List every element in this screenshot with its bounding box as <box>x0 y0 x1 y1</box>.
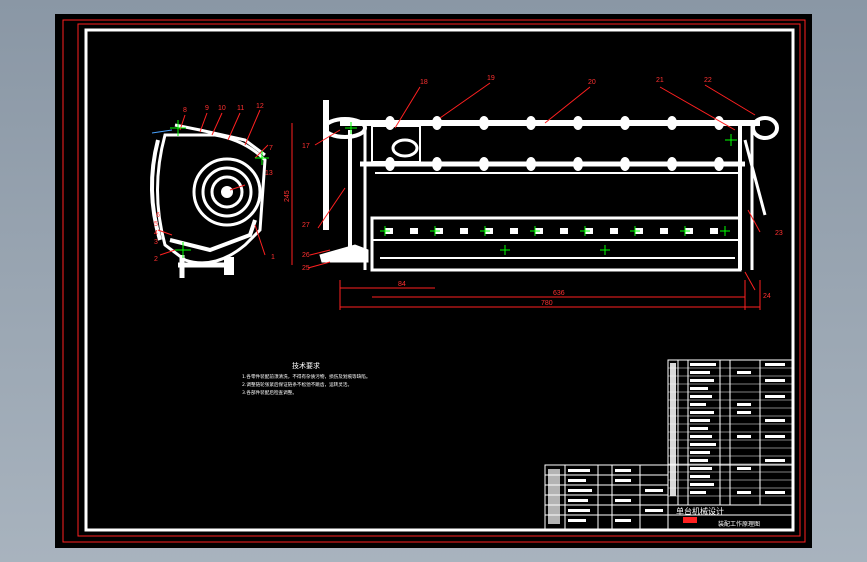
drive-wheel-outer <box>192 157 262 227</box>
dim-245: 245 <box>284 190 291 202</box>
side-view[interactable] <box>149 123 267 278</box>
part-number-labels: 1 2 3 4 5 6 7 8 9 10 11 12 13 17 18 19 2… <box>154 75 783 300</box>
viewport-background <box>55 14 812 548</box>
left-sprocket <box>391 138 419 158</box>
side-view-arm <box>149 139 162 241</box>
left-bracket <box>319 244 369 263</box>
label-3: 3 <box>154 239 158 246</box>
dimension-labels: 245 84 636 780 <box>284 190 565 307</box>
top-roller-knobs <box>385 116 724 130</box>
label-8: 8 <box>183 107 187 114</box>
inner-frame-red <box>77 23 801 537</box>
label-23: 23 <box>775 230 783 237</box>
label-17: 17 <box>302 143 310 150</box>
outer-frame <box>62 19 806 543</box>
label-4: 4 <box>154 230 158 237</box>
side-view-leaders <box>157 109 269 256</box>
label-5: 5 <box>154 221 158 228</box>
title-block-subtitle: 装配工作原理图 <box>718 520 760 528</box>
label-27: 27 <box>302 222 310 229</box>
tech-req-line-3: 3.各部件装配后检查调整。 <box>242 389 297 396</box>
label-21: 21 <box>656 77 664 84</box>
right-end-roller <box>751 116 779 140</box>
label-25: 25 <box>302 265 310 272</box>
dim-780: 780 <box>541 300 553 307</box>
drawing-border <box>84 28 795 532</box>
dim-636: 636 <box>553 290 565 297</box>
foot-nut <box>224 257 234 275</box>
label-7: 7 <box>269 145 273 152</box>
label-9: 9 <box>205 105 209 112</box>
label-20: 20 <box>588 79 596 86</box>
label-22: 22 <box>704 77 712 84</box>
label-6: 6 <box>156 212 160 219</box>
label-2: 2 <box>154 256 158 263</box>
side-view-center-marks <box>170 120 269 258</box>
technical-requirements: 技术要求 1.各零件装配前须清洗，不得有杂质污物，损伤及划痕等缺陷。 2.调整链… <box>242 361 370 396</box>
middle-roller-knobs <box>385 157 724 171</box>
front-view[interactable] <box>319 100 779 272</box>
left-end-roller <box>323 117 367 139</box>
blue-leader <box>151 129 173 134</box>
drive-wheel-ring <box>201 166 253 218</box>
tech-req-line-2: 2.调整链轮张紧后保证链条不松弛不跳齿，运转灵活。 <box>242 381 352 388</box>
front-center-marks <box>345 122 737 255</box>
dim-84: 84 <box>398 281 406 288</box>
title-block-text: 单台机械设计 装配工作原理图 <box>676 506 760 528</box>
title-block[interactable] <box>544 464 794 531</box>
title-block-fills <box>548 469 663 524</box>
parts-list-cell-fills <box>670 363 785 496</box>
side-base-bracket <box>169 219 257 253</box>
side-bracket-top <box>174 123 266 157</box>
parts-list-rows <box>668 367 793 497</box>
label-26: 26 <box>302 252 310 259</box>
label-1: 1 <box>271 254 275 261</box>
label-12: 12 <box>256 103 264 110</box>
tech-req-line-1: 1.各零件装配前须清洗，不得有杂质污物，损伤及划痕等缺陷。 <box>242 373 370 380</box>
side-view-outline <box>156 133 267 265</box>
front-leaders <box>291 82 761 310</box>
drive-wheel-ring-inner <box>210 175 244 209</box>
label-10: 10 <box>218 105 226 112</box>
label-24: 24 <box>763 293 771 300</box>
label-19: 19 <box>487 75 495 82</box>
right-brace <box>743 139 767 216</box>
tech-req-title: 技术要求 <box>292 361 320 370</box>
drive-wheel-hub <box>221 186 233 198</box>
title-block-name: 单台机械设计 <box>676 506 724 516</box>
label-11: 11 <box>237 105 244 112</box>
title-block-red-mark <box>683 517 697 523</box>
label-13: 13 <box>265 170 273 177</box>
label-18: 18 <box>420 79 428 86</box>
